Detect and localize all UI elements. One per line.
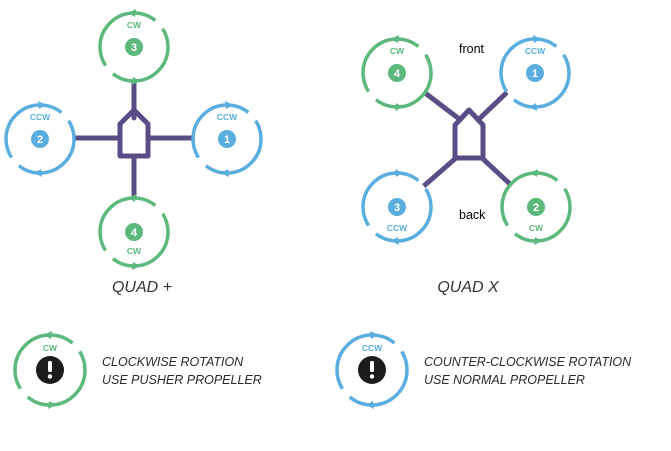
motor-direction-label: CW [127,20,142,30]
motor-hub [218,130,236,148]
motor-hub [31,130,49,148]
motor-number: 4 [131,227,138,239]
motor-direction-label: CW [529,223,544,233]
back-label: back [459,208,486,222]
exclamation-icon [36,356,64,384]
quad-x-motor-3: 3 CCW [361,169,433,245]
quad-x-motor-1: CCW 1 [499,35,571,111]
motor-direction-label: CCW [525,46,546,56]
quad-plus-caption: QUAD + [112,279,172,296]
motor-hub [125,38,143,56]
motor-number: 3 [131,42,137,54]
motor-direction-label: CCW [217,112,238,122]
exclamation-icon [358,356,386,384]
legend-ccw-line1: COUNTER-CLOCKWISE ROTATION [424,355,632,369]
legend-cw-line2: USE PUSHER PROPELLER [102,373,262,387]
quad-x-caption: QUAD X [437,279,500,296]
motor-direction-label: CCW [387,223,408,233]
legend-cw-label: CW [43,343,58,353]
quad-plus-motor-4: 4 CW [98,194,170,270]
quad-plus-motor-2: CCW 2 [4,101,76,177]
legend-ccw: CCW [335,331,409,409]
legend-cw-line1: CLOCKWISE ROTATION [102,355,244,369]
motor-direction-label: CW [390,46,405,56]
motor-direction-label: CCW [30,112,51,122]
motor-hub [526,64,544,82]
quad-x-motor-4: CW 4 [361,35,433,111]
legend-cw: CW [13,331,87,409]
legend-ccw-label: CCW [362,343,383,353]
quad-plus-diagram: CW 3 CCW 2 CCW 1 4 [4,9,263,296]
motor-hub [388,64,406,82]
motor-hub [388,198,406,216]
quad-plus-motor-3: CW 3 [98,9,170,85]
motor-hub [125,223,143,241]
motor-direction-label: CW [127,246,142,256]
legend-ccw-line2: USE NORMAL PROPELLER [424,373,585,387]
motor-hub [527,198,545,216]
motor-number: 2 [533,202,539,214]
motor-number: 3 [394,202,400,214]
motor-number: 1 [224,134,230,146]
motor-number: 4 [394,68,401,80]
motor-number: 1 [532,68,538,80]
quad-x-diagram: CW 4 CCW 1 3 CCW 2 [361,35,572,296]
quad-x-frame [405,77,528,201]
quad-plus-motor-1: CCW 1 [191,101,263,177]
quad-x-motor-2: 2 CW [500,169,572,245]
motor-number: 2 [37,134,43,146]
front-label: front [459,42,485,56]
